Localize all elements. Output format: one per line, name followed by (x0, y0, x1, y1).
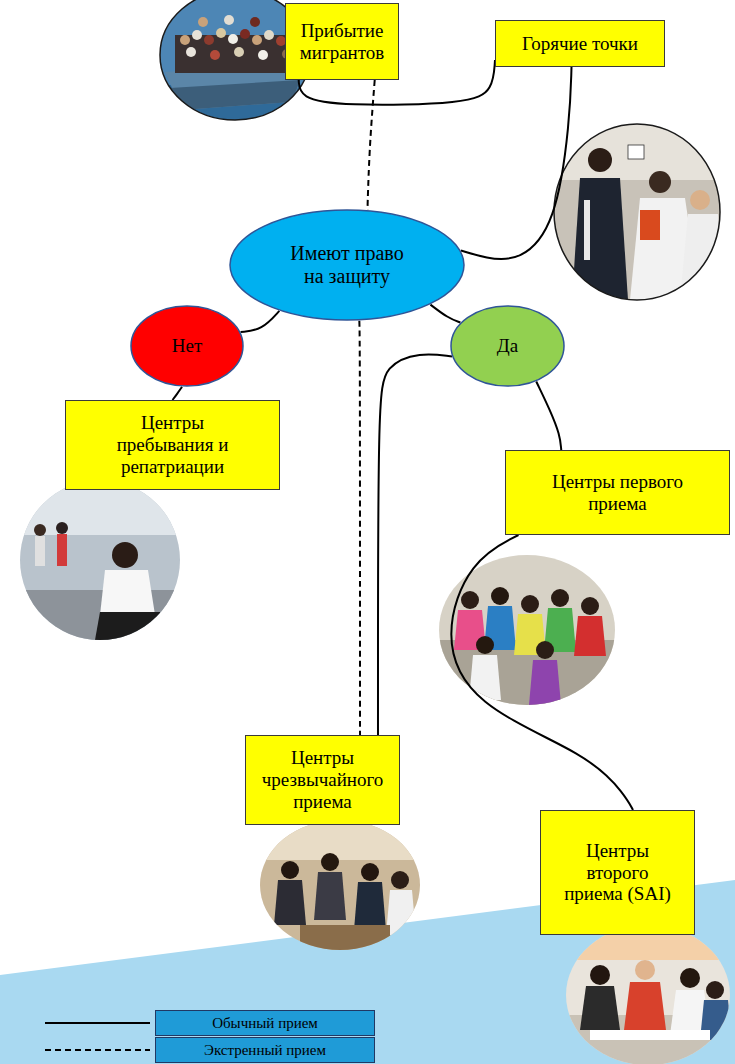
node-outline-ellipse (451, 306, 564, 386)
legend-line-sample (45, 1022, 150, 1024)
node-text: Горячие точки (522, 33, 638, 55)
node-text: Имеют право на защиту (285, 242, 410, 288)
legend-item: Обычный прием (155, 1010, 375, 1036)
node-text: Да (497, 335, 518, 357)
legend-item: Экстренный прием (155, 1037, 375, 1063)
yes-circle: Да (450, 305, 565, 387)
protection-ellipse: Имеют право на защиту (229, 209, 465, 321)
flow-connector (358, 321, 361, 735)
second-reception-box: Центры второго приема (SAI) (540, 810, 695, 935)
flow-connector (378, 354, 452, 735)
repatriation-photo (15, 475, 185, 645)
node-text: Центры первого приема (543, 471, 693, 515)
flow-connector (173, 387, 183, 400)
node-text: Центры второго приема (SAI) (557, 840, 678, 906)
emergency-photo (255, 815, 425, 955)
repatriation-box: Центры пребывания и репатриации (65, 400, 280, 490)
first-reception-box: Центры первого приема (505, 450, 730, 535)
flow-connector (241, 311, 280, 332)
arrival-box: Прибытие мигрантов (285, 3, 399, 80)
node-outline-ellipse (131, 306, 243, 386)
flow-connector (430, 305, 460, 323)
node-text: Прибытие мигрантов (292, 20, 392, 64)
second-reception-photo (560, 920, 735, 1064)
emergency-box: Центры чрезвычайного приема (245, 735, 400, 825)
legend-text: Обычный прием (212, 1015, 318, 1032)
node-text: Центры чрезвычайного приема (255, 747, 390, 813)
hotspot-photo (550, 120, 725, 305)
flow-connector (451, 535, 633, 810)
no-circle: Нет (130, 305, 244, 387)
node-text: Нет (172, 335, 202, 357)
legend-line-sample (45, 1049, 150, 1051)
legend-text: Экстренный прием (204, 1042, 326, 1059)
flow-connector (461, 67, 572, 259)
photo-frame (554, 124, 720, 300)
node-text: Центры пребывания и репатриации (108, 412, 238, 478)
flow-connector (536, 382, 561, 450)
first-reception-photo (435, 550, 620, 710)
hotspot-box: Горячие точки (495, 20, 665, 67)
flow-connector (367, 80, 374, 210)
node-outline-ellipse (230, 210, 464, 320)
